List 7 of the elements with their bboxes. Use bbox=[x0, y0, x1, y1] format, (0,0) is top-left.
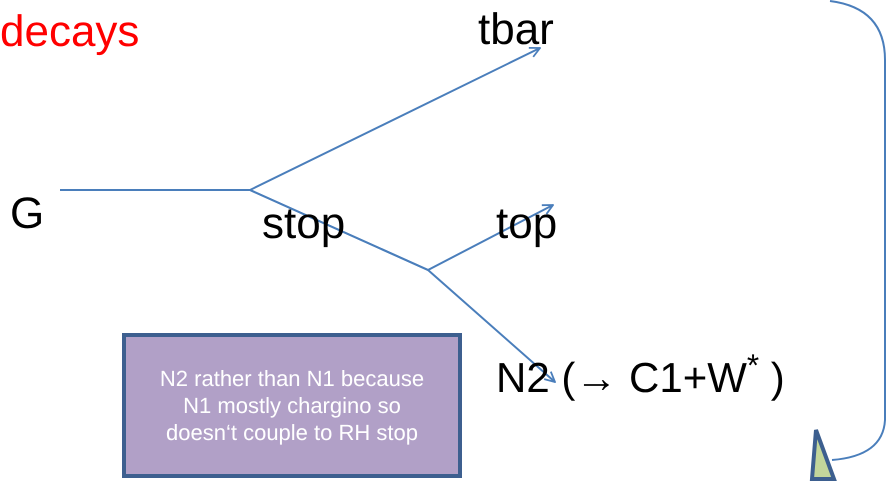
title: decays bbox=[0, 6, 140, 58]
particle-label: tbar bbox=[478, 4, 554, 56]
arrow bbox=[60, 189, 556, 383]
particle-label: N2 (→ C1+W$^{*}$ ) bbox=[496, 352, 785, 404]
particle-label: G bbox=[10, 188, 44, 240]
particle-label: stop bbox=[262, 198, 346, 250]
note-box: N2 rather than N1 because N1 mostly chargino so doesn‘t couple to RH stop bbox=[122, 333, 462, 478]
